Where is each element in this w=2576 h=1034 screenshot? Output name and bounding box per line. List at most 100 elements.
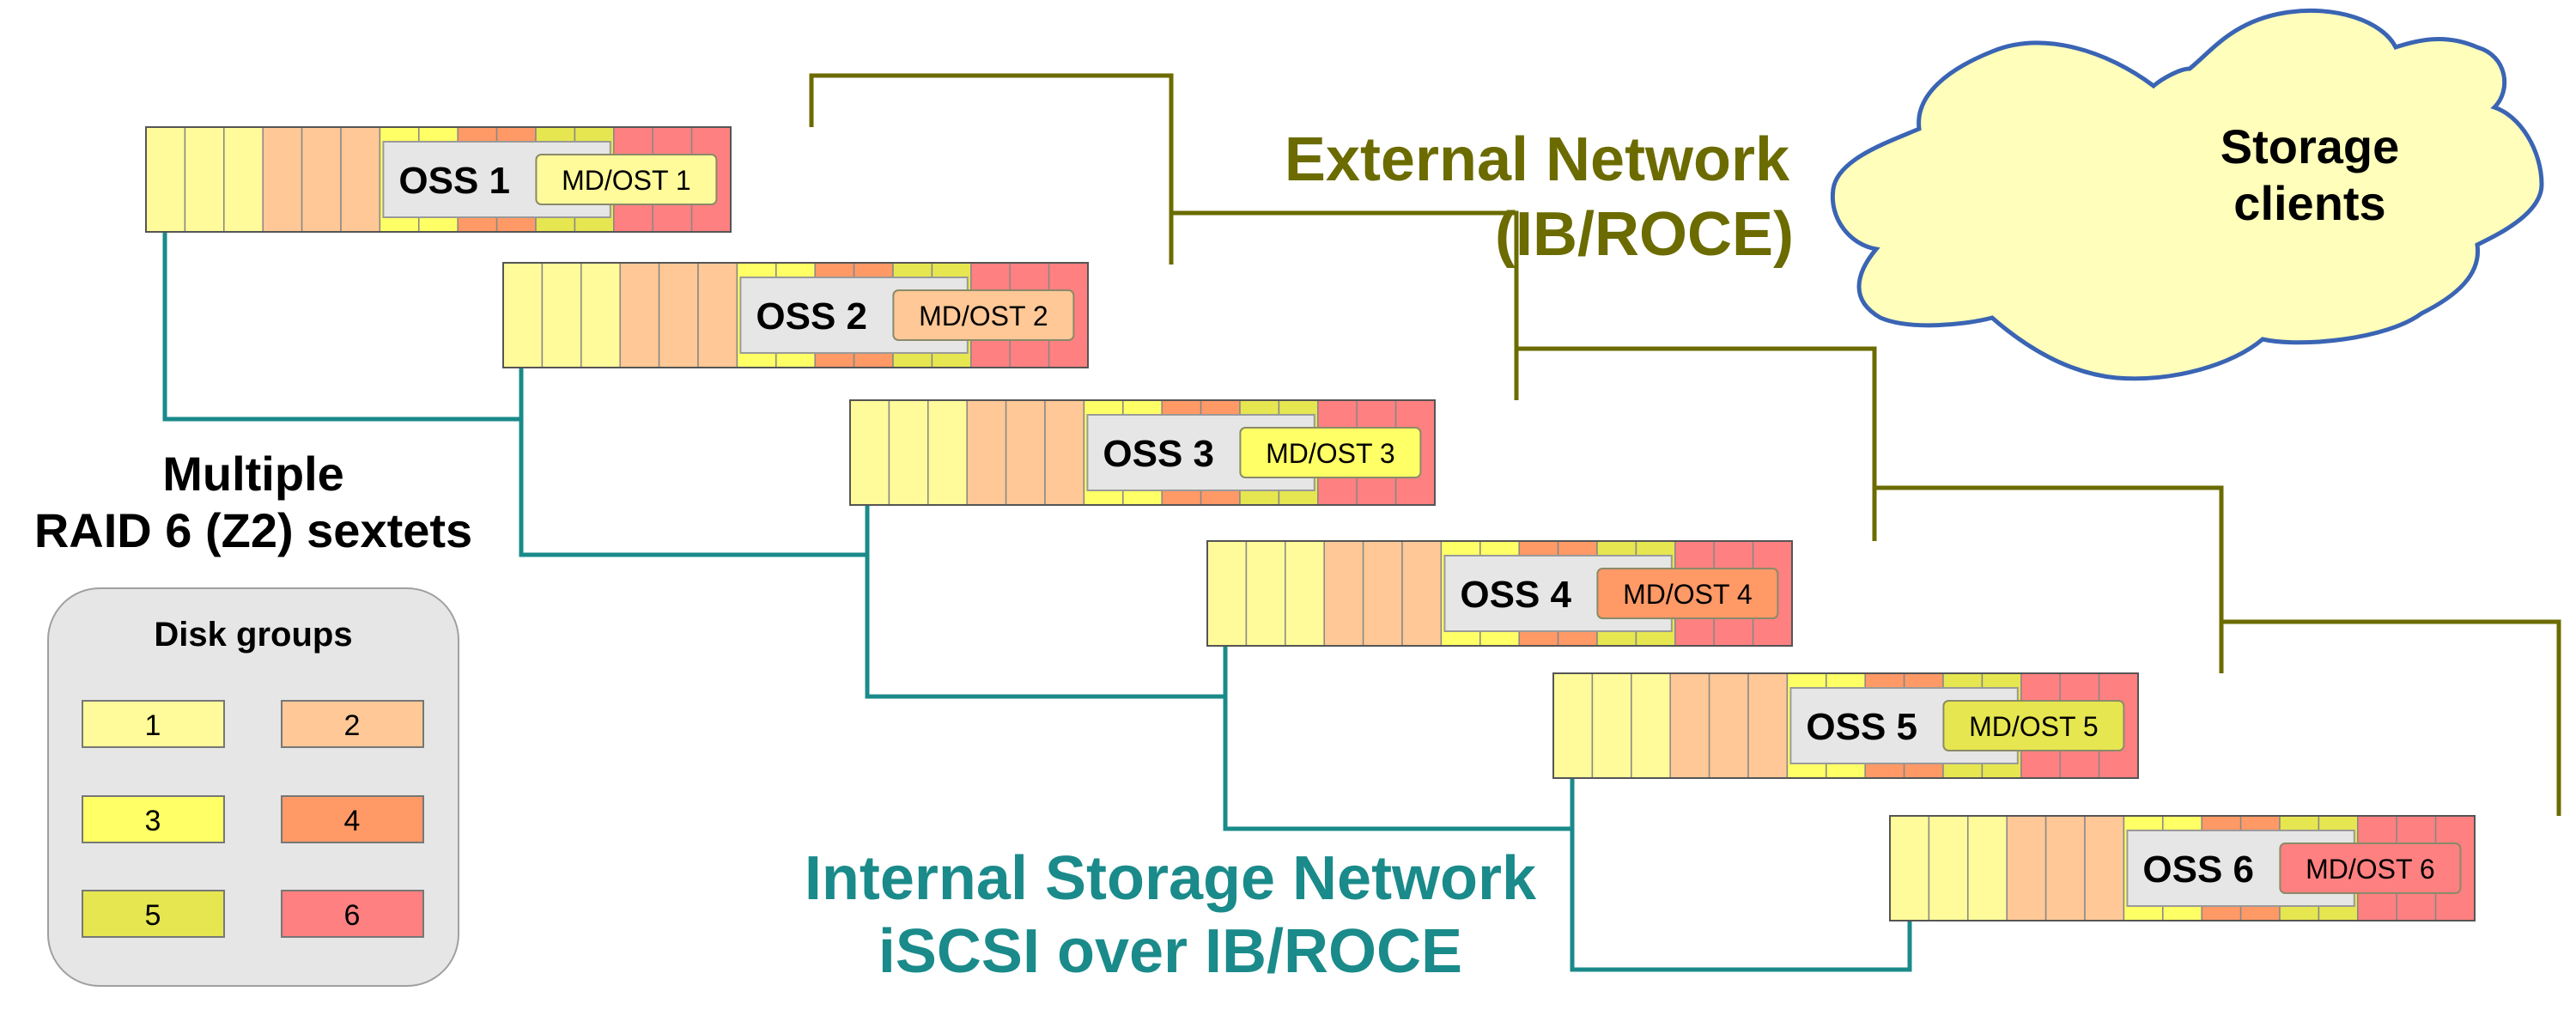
legend-swatch (82, 700, 225, 748)
disk-column (1669, 672, 1710, 779)
external-network-wiring (809, 73, 2561, 816)
disk-column (1323, 540, 1364, 647)
disk-column (340, 126, 381, 233)
oss-chassis-5: OSS 5 MD/OST 5 (1552, 672, 2139, 779)
disk-column (697, 262, 738, 368)
legend-label: 4 (344, 805, 361, 837)
external-link-4 (1874, 485, 2224, 673)
internal-link-4 (1223, 696, 1575, 831)
legend-label: 6 (344, 899, 361, 932)
oss-name: OSS 6 (2142, 848, 2254, 891)
oss-chassis-1: OSS 1 MD/OST 1 (145, 126, 732, 233)
disk-column (1928, 815, 1969, 921)
oss-name: OSS 1 (398, 160, 510, 202)
md-ost-label: MD/OST 5 (1969, 711, 2099, 742)
md-ost-badge (535, 154, 718, 205)
disk-column (1708, 672, 1749, 779)
legend-item-6: 6 (281, 890, 424, 938)
disk-column (966, 399, 1007, 506)
external-network-label-line2: (IB/ROCE) (1495, 200, 1794, 269)
raid-label-line1: Multiple (162, 447, 344, 501)
legend-swatch (82, 795, 225, 843)
legend-label: 5 (145, 899, 161, 932)
chassis-outline (1206, 540, 1793, 647)
legend-swatch (82, 890, 225, 938)
oss-name: OSS 5 (1806, 706, 1917, 748)
storage-clients-cloud: Storage clients (1830, 8, 2544, 381)
oss-name: OSS 2 (756, 295, 867, 338)
legend-item-4: 4 (281, 795, 424, 843)
disk-column (849, 399, 890, 506)
external-link-5 (2221, 619, 2561, 816)
disk-column (262, 126, 303, 233)
external-link-2 (1171, 210, 1519, 400)
cloud-icon (1830, 8, 2544, 381)
internal-link-3 (865, 555, 1228, 699)
legend-swatch (281, 700, 424, 748)
md-ost-label: MD/OST 6 (2306, 854, 2435, 885)
raid-label-line2: RAID 6 (Z2) sextets (34, 503, 472, 557)
legend-item-5: 5 (82, 890, 225, 938)
legend-label: 1 (145, 709, 161, 742)
md-ost-badge (1596, 568, 1779, 619)
legend-item-3: 3 (82, 795, 225, 843)
legend-swatch (281, 890, 424, 938)
disk-column (184, 126, 225, 233)
md-ost-label: MD/OST 4 (1623, 579, 1753, 610)
disk-column (927, 399, 968, 506)
disk-column (1967, 815, 2008, 921)
oss-name: OSS 3 (1103, 433, 1214, 475)
chassis-outline (502, 262, 1089, 368)
disk-column (658, 262, 699, 368)
md-ost-label: MD/OST 1 (562, 165, 691, 196)
oss-chassis-4: OSS 4 MD/OST 4 (1206, 540, 1793, 647)
oss-chassis-3: OSS 3 MD/OST 3 (849, 399, 1436, 506)
storage-clients-line2: clients (2233, 176, 2385, 230)
md-ost-badge (2279, 842, 2462, 894)
internal-link-2 (519, 419, 870, 557)
oss-chassis-6: OSS 6 MD/OST 6 (1889, 815, 2476, 921)
disk-column (1591, 672, 1632, 779)
md-ost-badge (892, 289, 1075, 341)
md-ost-label: MD/OST 3 (1266, 438, 1395, 469)
disk-column (541, 262, 582, 368)
disk-column (2044, 815, 2086, 921)
disk-column (2006, 815, 2047, 921)
disk-column (1631, 672, 1671, 779)
external-network-label-line1: External Network (1285, 125, 1790, 194)
disk-column (502, 262, 544, 368)
disk-column (619, 262, 660, 368)
disk-column (145, 126, 186, 233)
md-ost-badge (1239, 427, 1422, 478)
internal-link-5 (1570, 829, 1912, 972)
md-ost-label: MD/OST 2 (919, 301, 1048, 331)
disk-column (2084, 815, 2125, 921)
disk-column (1206, 540, 1248, 647)
internal-link-1 (162, 232, 524, 422)
legend-item-1: 1 (82, 700, 225, 748)
external-link-1 (809, 73, 1174, 265)
disk-column (1245, 540, 1286, 647)
legend-swatch (281, 795, 424, 843)
internal-network-label-line1: Internal Storage Network (805, 844, 1537, 913)
external-link-3 (1516, 346, 1877, 541)
legend-title: Disk groups (154, 616, 352, 654)
chassis-outline (849, 399, 1436, 506)
disk-column (1005, 399, 1046, 506)
chassis-outline (1552, 672, 2139, 779)
disk-column (888, 399, 929, 506)
internal-network-label-line2: iSCSI over IB/ROCE (878, 917, 1462, 986)
oss-name: OSS 4 (1460, 574, 1571, 616)
disk-column (1552, 672, 1594, 779)
disk-column (223, 126, 264, 233)
disk-column (1285, 540, 1325, 647)
chassis-outline (1889, 815, 2476, 921)
chassis-outline (145, 126, 732, 233)
disk-column (1747, 672, 1789, 779)
legend-label: 3 (145, 805, 161, 837)
disk-column (1889, 815, 1930, 921)
